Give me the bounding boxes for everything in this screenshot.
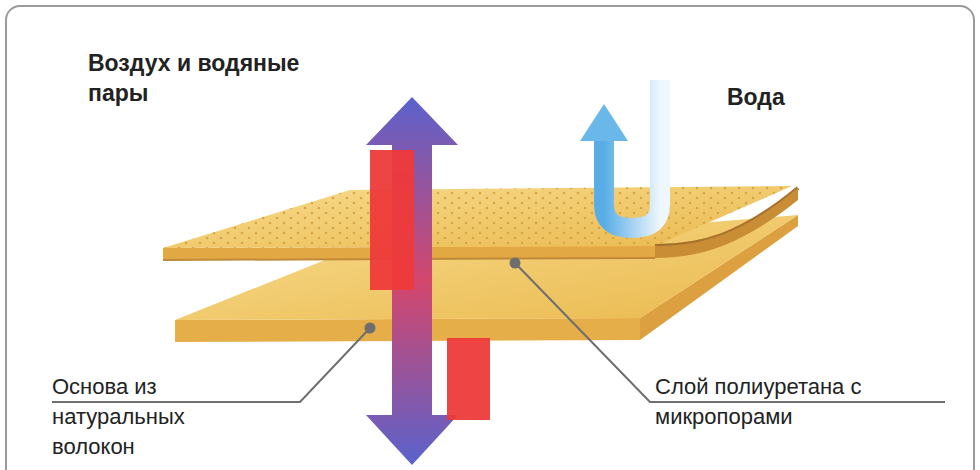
flow-label: Воздух и водяные пары [88, 48, 308, 108]
flow-label: Вода [727, 82, 847, 112]
label-box: Слой полиуретана с микропорами [655, 372, 955, 432]
part-label: Основа из натуральных волокон [52, 372, 202, 462]
polyurethane-layer [163, 186, 798, 260]
label-box: Воздух и водяные пары [88, 48, 308, 108]
part-label: Слой полиуретана с микропорами [655, 372, 955, 432]
vapour-arrow [366, 97, 490, 465]
frame [6, 6, 974, 470]
label-box: Вода [727, 82, 847, 112]
label-box: Основа из натуральных волокон [52, 372, 202, 462]
water-arrow [580, 80, 660, 228]
